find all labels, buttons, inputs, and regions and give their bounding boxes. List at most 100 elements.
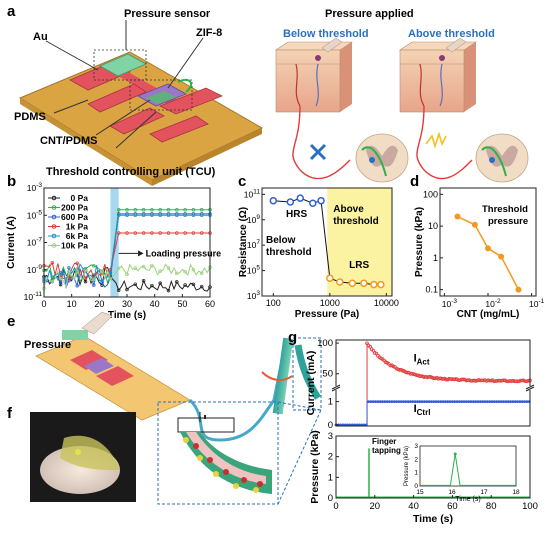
threshold-point [485, 245, 491, 252]
left-electrode [87, 83, 147, 113]
sensor-dashed-box [93, 49, 147, 81]
y-tick-label: 10-7 [27, 237, 43, 248]
data-point [166, 213, 171, 218]
circuit-wire [177, 417, 235, 433]
act-point [489, 378, 494, 383]
leader-cnt [95, 99, 151, 136]
ctrl-point [467, 400, 471, 404]
break-mark [331, 386, 341, 392]
flexible-film [60, 435, 120, 470]
ctrl-point [390, 400, 394, 404]
lrs-point [326, 274, 334, 282]
y-tick-label: 50 [322, 369, 333, 380]
ctrl-point [511, 400, 515, 404]
panel-letter-d: d [410, 173, 419, 190]
data-point [116, 266, 121, 271]
ctrl-point [457, 400, 461, 404]
bottom-electrode [109, 107, 165, 135]
x-axis-label: Pressure (Pa) [295, 309, 359, 320]
act-point [444, 377, 448, 382]
legend-label: 1k Pa [66, 222, 88, 232]
data-point [125, 272, 129, 277]
x-tick-label: 20 [370, 501, 381, 512]
legend-label: 6k Pa [66, 231, 88, 241]
data-point [125, 208, 129, 212]
pressure-applied-title: Pressure applied [325, 8, 414, 20]
y-axis-label-current: Current (mA) [305, 351, 317, 416]
threshold-point [515, 286, 522, 293]
inset-y-tick: 0 [414, 483, 418, 490]
hand-icon [321, 37, 343, 53]
nerve-path-below [292, 105, 351, 180]
act-point [520, 378, 525, 383]
ctrl-point [427, 400, 431, 404]
data-point [183, 208, 187, 212]
y-tick-label: 0 [328, 420, 333, 431]
ctrl-point [446, 400, 450, 404]
ctrl-point [420, 400, 424, 404]
ctrl-point [367, 400, 370, 404]
ctrl-point [413, 400, 417, 404]
data-point [166, 208, 171, 212]
ctrl-point [434, 400, 438, 404]
x-tick-label: 40 [408, 501, 419, 512]
strip-sensor [62, 330, 88, 340]
data-point [108, 277, 113, 282]
label-au: Au [33, 31, 48, 43]
blocked-x-icon [309, 143, 327, 161]
act-point [461, 377, 466, 382]
film-device-dot [75, 449, 81, 455]
lower-frame [335, 390, 531, 427]
label-zif8: ZIF-8 [196, 27, 222, 39]
legend-label: 600 Pa [61, 212, 88, 222]
act-point [515, 379, 520, 384]
y-tick-label: 3 [328, 431, 333, 442]
plot-frame [335, 435, 531, 499]
inset-y-tick: 1 [414, 470, 418, 477]
ctrl-point [448, 400, 452, 404]
ctrl-point [495, 400, 499, 404]
data-point [199, 213, 204, 218]
wearable-illustration [35, 311, 294, 442]
data-point [133, 231, 138, 235]
y-tick-label: 10-3 [27, 182, 43, 193]
upper-frame [335, 339, 531, 386]
ctrl-point [444, 400, 447, 404]
data-point [199, 208, 204, 212]
panel-letter-f: f [7, 405, 13, 422]
ctrl-point [437, 400, 440, 404]
x-tick-label: 30 [122, 299, 132, 309]
below-label-2: threshold [266, 247, 312, 258]
act-point [523, 379, 528, 384]
data-point [191, 208, 196, 212]
annotation-label-1: Threshold [482, 204, 528, 215]
data-point [199, 271, 204, 275]
y-tick-label: 1 [328, 397, 333, 408]
data-point [158, 213, 162, 218]
panel-letter-c: c [238, 173, 246, 190]
data-point [83, 279, 88, 284]
data-point [133, 208, 138, 212]
data-point [92, 263, 96, 268]
inset-y-tick: 3 [414, 443, 418, 450]
data-point [67, 269, 71, 274]
data-point [158, 208, 162, 212]
above-label-2: threshold [333, 216, 379, 227]
data-point [133, 266, 138, 270]
spinal-cord-above [475, 133, 529, 183]
data-point [116, 213, 121, 218]
data-point [58, 271, 63, 275]
y-tick-label: 100 [423, 189, 438, 199]
data-point [100, 269, 104, 274]
fiber-cable [188, 339, 288, 442]
act-point [501, 378, 506, 383]
y-tick-label: 10 [428, 221, 438, 231]
act-point [427, 374, 431, 379]
x-tick-label: 20 [94, 299, 104, 309]
act-point [441, 377, 445, 381]
data-point [166, 266, 171, 270]
y-tick-label: 10-11 [24, 291, 43, 302]
spinal-cord-below [355, 133, 409, 183]
series-label: IAct [414, 352, 430, 366]
lrs-point [336, 278, 344, 286]
